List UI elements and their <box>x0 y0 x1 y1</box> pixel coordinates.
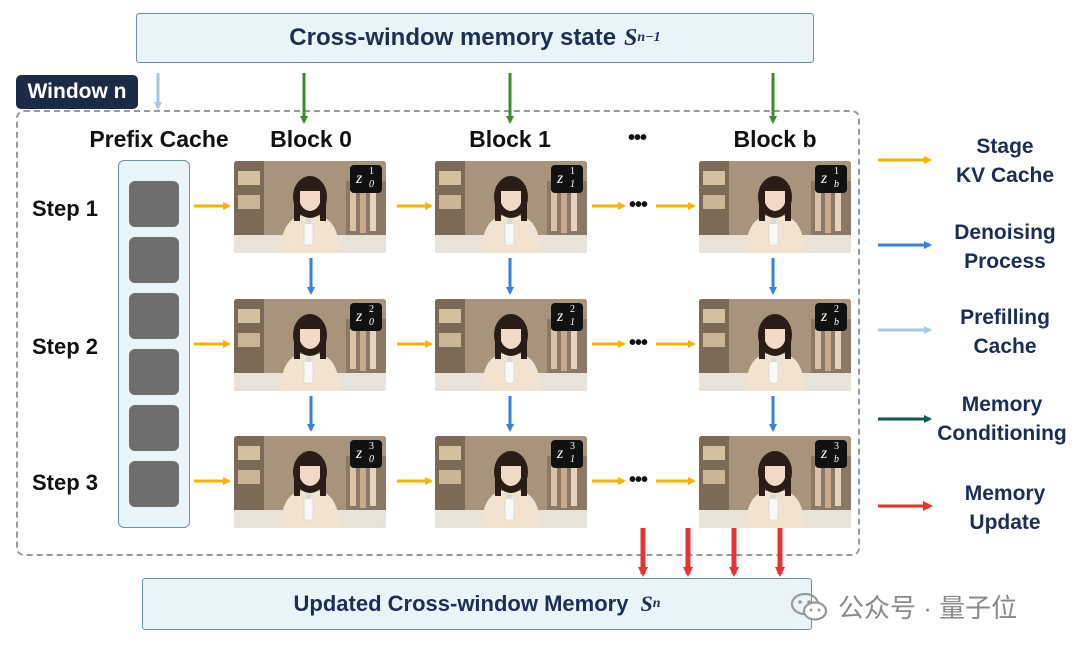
step-3-label: Step 3 <box>32 470 99 495</box>
prefix-cache-column <box>118 160 190 528</box>
latent-block: 1 <box>570 454 575 465</box>
latent-symbol: z <box>557 308 564 325</box>
cache-slot <box>129 349 179 395</box>
latent-block: 1 <box>570 179 575 190</box>
frame-portrait <box>699 299 851 391</box>
block-b-header: Block b <box>733 126 817 152</box>
latent-symbol: z <box>821 445 828 462</box>
latent-step: 2 <box>570 304 575 315</box>
latent-step: 1 <box>369 166 374 177</box>
latent-symbol: z <box>356 445 363 462</box>
window-frame <box>16 110 860 556</box>
memory-state-label: Cross-window memory state <box>289 24 617 51</box>
watermark-text: 公众号 · 量子位 <box>838 593 1018 623</box>
row-ellipsis: ••• <box>629 332 648 354</box>
latent-step: 1 <box>834 166 839 177</box>
prefix-cache-header: Prefix Cache <box>89 126 229 152</box>
legend-line: Denoising <box>954 221 1056 244</box>
latent-block: b <box>834 454 839 465</box>
latent-block: 0 <box>369 317 374 328</box>
latent-symbol: z <box>356 308 363 325</box>
legend-prefilling: Prefilling Cache <box>930 303 1080 361</box>
cache-slot <box>129 181 179 227</box>
latent-symbol: z <box>557 170 564 187</box>
latent-block: b <box>834 317 839 328</box>
cache-slot <box>129 405 179 451</box>
memory-state-symbol: S <box>624 24 638 51</box>
window-label: Window n <box>16 75 138 109</box>
latent-block: b <box>834 179 839 190</box>
frame-portrait <box>699 161 851 253</box>
block-0-header: Block 0 <box>270 126 352 152</box>
latent-step: 1 <box>570 166 575 177</box>
legend-kv-cache: Stage KV Cache <box>930 132 1080 190</box>
latent-step: 3 <box>834 441 839 452</box>
latent-step: 3 <box>570 441 575 452</box>
legend-line: Stage <box>976 135 1034 158</box>
latent-step: 2 <box>834 304 839 315</box>
legend-line: Update <box>969 511 1041 534</box>
row-ellipsis: ••• <box>629 469 648 491</box>
header-ellipsis: ••• <box>628 127 647 149</box>
latent-step: 3 <box>369 441 374 452</box>
legend-update: Memory Update <box>930 479 1080 537</box>
legend-line: KV Cache <box>955 164 1055 187</box>
cache-slot <box>129 461 179 507</box>
wechat-icon <box>790 592 828 621</box>
updated-memory-subscript: n <box>652 596 661 611</box>
latent-symbol: z <box>557 445 564 462</box>
legend-line: Memory <box>964 482 1046 505</box>
legend-line: Conditioning <box>937 422 1067 445</box>
watermark: 公众号 · 量子位 <box>790 588 1017 625</box>
latent-block: 1 <box>570 317 575 328</box>
legend-line: Memory <box>961 393 1043 416</box>
frame-portrait <box>435 299 587 391</box>
step-1-label: Step 1 <box>32 196 99 221</box>
cache-slot <box>129 237 179 283</box>
latent-block: 0 <box>369 179 374 190</box>
legend-denoising: Denoising Process <box>930 218 1080 276</box>
latent-step: 2 <box>369 304 374 315</box>
memory-state-subscript: n−1 <box>637 30 661 45</box>
latent-symbol: z <box>821 170 828 187</box>
cache-slot <box>129 293 179 339</box>
legend-conditioning: Memory Conditioning <box>924 390 1080 448</box>
latent-symbol: z <box>821 308 828 325</box>
latent-block: 0 <box>369 454 374 465</box>
updated-memory-symbol: S <box>640 591 653 616</box>
row-ellipsis: ••• <box>629 194 648 216</box>
frame-portrait <box>699 436 851 528</box>
latent-symbol: z <box>356 170 363 187</box>
block-1-header: Block 1 <box>469 126 551 152</box>
legend-line: Cache <box>973 335 1037 358</box>
step-2-label: Step 2 <box>32 334 99 359</box>
legend-line: Prefilling <box>960 306 1050 329</box>
legend-line: Process <box>964 250 1046 273</box>
updated-memory-label: Updated Cross-window Memory <box>293 591 629 616</box>
